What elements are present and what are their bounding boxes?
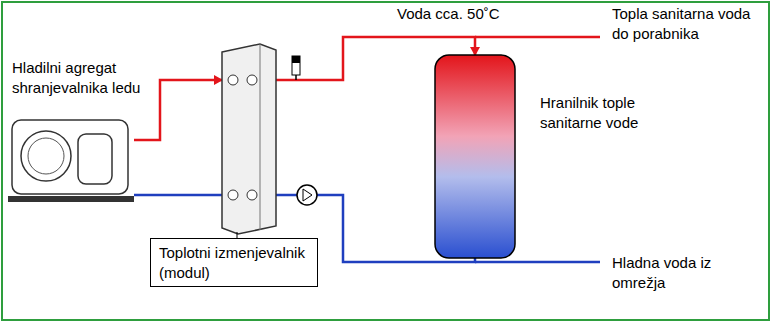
chiller-fan	[28, 138, 64, 174]
pipe-end-label: Hladna voda iz omrežja	[612, 253, 762, 292]
pump-symbol	[297, 185, 317, 205]
chiller-fan	[21, 131, 71, 181]
chiller-unit: Hladilni agregat shranjevalnika ledu	[10, 116, 134, 204]
node-label: Hranilnik tople sanitarne vode	[540, 93, 658, 132]
exchanger-port	[228, 75, 238, 85]
node-label: Hladilni agregat shranjevalnika ledu	[12, 58, 172, 97]
hot-water-pipe	[475, 36, 600, 39]
thermometer	[292, 56, 300, 75]
plate-heat-exchanger	[222, 44, 276, 234]
thermometer-top	[292, 56, 300, 63]
heat-exchanger: Toplotni izmenjevalnik (modul)	[222, 44, 276, 234]
pump-symbol	[303, 189, 312, 201]
cold-water-pipe	[475, 261, 600, 264]
hot-water-tank: Hranilnik tople sanitarne vode	[435, 55, 515, 258]
exchanger-port	[247, 75, 257, 85]
hot-pipe	[134, 80, 222, 140]
cold-pipe	[134, 194, 222, 197]
temperature-label: Voda cca. 50˚C	[397, 4, 547, 24]
hot-water-tank	[435, 55, 515, 258]
exchanger-port	[228, 190, 238, 200]
exchanger-edge	[260, 44, 261, 230]
exchanger-port	[247, 190, 257, 200]
chiller-base	[8, 196, 134, 202]
chiller-housing	[12, 120, 128, 194]
pipe-end-label: Topla sanitarna voda do porabnika	[612, 4, 762, 43]
node-label: Toplotni izmenjevalnik (modul)	[150, 238, 318, 287]
chiller-compressor	[78, 134, 112, 184]
